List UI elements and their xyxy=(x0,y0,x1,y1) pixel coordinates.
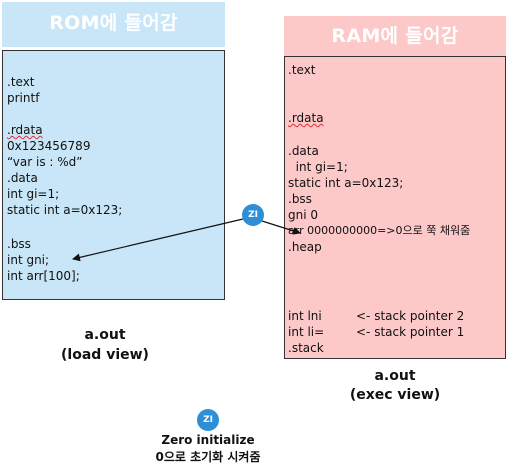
legend-line-2: 0으로 초기화 시켜줌 xyxy=(155,450,261,464)
ram-line-stack: .stack xyxy=(288,341,324,355)
arrow-to-ram-bss xyxy=(261,220,301,235)
ram-stack-pointer-2: <- stack pointer 2 xyxy=(356,309,465,323)
rom-caption-view: (load view) xyxy=(61,347,149,363)
ram-line-data: .data xyxy=(288,144,319,158)
ram-stack-var-li: int li= xyxy=(288,325,325,339)
rom-line-rdata: .rdata xyxy=(7,123,43,137)
rom-header-bar xyxy=(2,2,225,47)
rom-line-hex: 0x123456789 xyxy=(7,139,91,153)
ram-line-gni: gni 0 xyxy=(288,208,319,222)
rom-caption-title: a.out xyxy=(84,327,126,343)
rom-title: ROM에 들어감 xyxy=(49,12,178,34)
ram-caption-title: a.out xyxy=(374,368,416,384)
rom-line-gni: int gni; xyxy=(7,253,50,267)
rom-line-data: .data xyxy=(7,171,38,185)
ram-line-arr: arr 0000000000=>0으로 쭉 채워줌 xyxy=(288,224,471,237)
rom-box xyxy=(2,50,225,300)
ram-line-text: .text xyxy=(288,63,316,77)
ram-line-static-a: static int a=0x123; xyxy=(288,176,404,190)
rom-line-string: “var is : %d” xyxy=(7,155,83,169)
rom-line-printf: printf xyxy=(7,91,40,105)
legend-zi-badge: ZI xyxy=(197,409,219,431)
ram-caption-view: (exec view) xyxy=(349,387,441,403)
ram-line-gi: int gi=1; xyxy=(288,160,348,174)
rom-line-text: .text xyxy=(7,75,35,89)
rom-line-static-a: static int a=0x123; xyxy=(7,203,123,217)
ram-header-bar xyxy=(284,16,506,56)
ram-line-bss: .bss xyxy=(288,192,312,206)
ram-stack-var-lni: int lni xyxy=(288,309,322,323)
ram-title: RAM에 들어감 xyxy=(331,25,459,47)
ram-line-rdata: .rdata xyxy=(288,111,324,125)
rom-line-arr: int arr[100]; xyxy=(7,269,80,283)
ram-box xyxy=(284,56,506,359)
ram-stack-pointer-1: <- stack pointer 1 xyxy=(356,325,465,339)
ram-line-heap: .heap xyxy=(288,240,322,254)
rom-line-bss: .bss xyxy=(7,237,31,251)
legend-line-1: Zero initialize xyxy=(161,433,255,447)
arrow-to-rom-bss xyxy=(72,218,244,262)
rom-line-gi: int gi=1; xyxy=(7,187,60,201)
zi-badge: ZI xyxy=(242,204,264,226)
